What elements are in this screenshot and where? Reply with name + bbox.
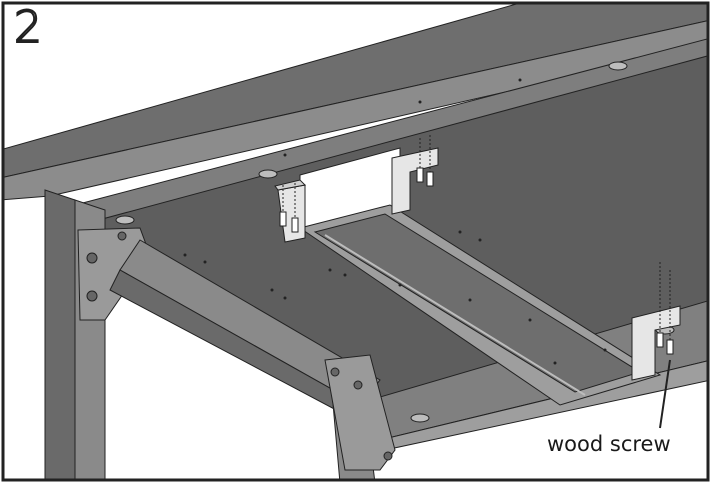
left-leg — [44, 189, 76, 480]
l-bracket-right — [631, 305, 681, 381]
step-number: 2 — [13, 2, 43, 53]
callout-leader — [659, 359, 671, 429]
top-rail-face — [3, 3, 708, 178]
top-rail-underside — [3, 20, 708, 201]
l-bracket-center — [391, 147, 439, 215]
callout-label-wood-screw: wood screw — [547, 432, 671, 456]
